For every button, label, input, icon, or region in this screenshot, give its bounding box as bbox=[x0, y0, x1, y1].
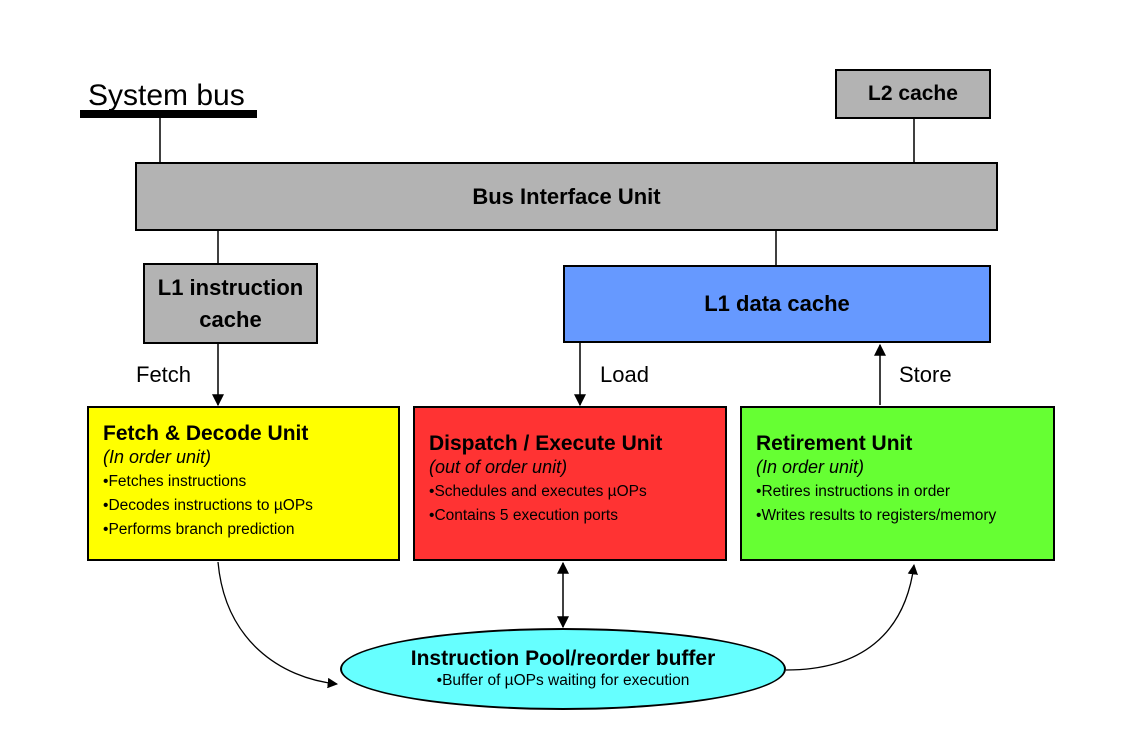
list-item: Contains 5 execution ports bbox=[429, 504, 725, 528]
l1-data-cache-label: L1 data cache bbox=[704, 291, 850, 316]
fetch-to-pool-curve bbox=[217, 561, 339, 689]
system-bus-line bbox=[80, 110, 257, 118]
l2-cache-box: L2 cache bbox=[835, 69, 991, 119]
retirement-unit-title: Retirement Unit bbox=[756, 432, 913, 455]
l2-cache-label: L2 cache bbox=[868, 82, 958, 105]
retirement-unit-subtitle: (In order unit) bbox=[756, 457, 865, 477]
dispatch-execute-unit-items: Schedules and executes µOPs Contains 5 e… bbox=[429, 480, 725, 528]
bus-interface-unit-label: Bus Interface Unit bbox=[472, 183, 661, 209]
list-item: Retires instructions in order bbox=[756, 480, 1053, 504]
list-item: Decodes instructions to µOPs bbox=[103, 494, 398, 518]
system-bus-label: System bus bbox=[88, 79, 245, 112]
fetch-decode-unit-items: Fetches instructions Decodes instruction… bbox=[103, 470, 398, 542]
l1-instruction-cache-label-line1: L1 instruction bbox=[157, 274, 304, 300]
load-label: Load bbox=[600, 362, 649, 387]
l1-data-cache-box: L1 data cache bbox=[563, 265, 991, 343]
list-item: Schedules and executes µOPs bbox=[429, 480, 725, 504]
fetch-decode-unit-subtitle: (In order unit) bbox=[103, 447, 212, 467]
retirement-unit-box: Retirement Unit (In order unit) Retires … bbox=[740, 406, 1055, 561]
instruction-pool-subtitle-text: Buffer of µOPs waiting for execution bbox=[442, 672, 690, 689]
instruction-pool-subtitle: •Buffer of µOPs waiting for execution bbox=[437, 671, 690, 691]
l1-instruction-cache-box: L1 instruction cache bbox=[143, 263, 318, 344]
dispatch-execute-unit-title: Dispatch / Execute Unit bbox=[429, 432, 663, 455]
list-item: Performs branch prediction bbox=[103, 518, 398, 542]
list-item: Fetches instructions bbox=[103, 470, 398, 494]
fetch-label: Fetch bbox=[136, 362, 192, 387]
pool-to-retirement-curve bbox=[785, 563, 918, 671]
store-label: Store bbox=[899, 362, 952, 387]
bus-interface-unit-box: Bus Interface Unit bbox=[135, 162, 998, 231]
fetch-decode-unit-title: Fetch & Decode Unit bbox=[103, 422, 309, 445]
retirement-unit-items: Retires instructions in order Writes res… bbox=[756, 480, 1053, 528]
dispatch-execute-unit-box: Dispatch / Execute Unit (out of order un… bbox=[413, 406, 727, 561]
instruction-pool-ellipse: Instruction Pool/reorder buffer •Buffer … bbox=[340, 628, 786, 710]
instruction-pool-title: Instruction Pool/reorder buffer bbox=[410, 647, 716, 670]
list-item: Writes results to registers/memory bbox=[756, 504, 1053, 528]
l1-instruction-cache-label-line2: cache bbox=[199, 306, 262, 332]
dispatch-execute-unit-subtitle: (out of order unit) bbox=[429, 457, 568, 477]
bullet-glyph: • bbox=[436, 672, 443, 689]
fetch-decode-unit-box: Fetch & Decode Unit (In order unit) Fetc… bbox=[87, 406, 400, 561]
